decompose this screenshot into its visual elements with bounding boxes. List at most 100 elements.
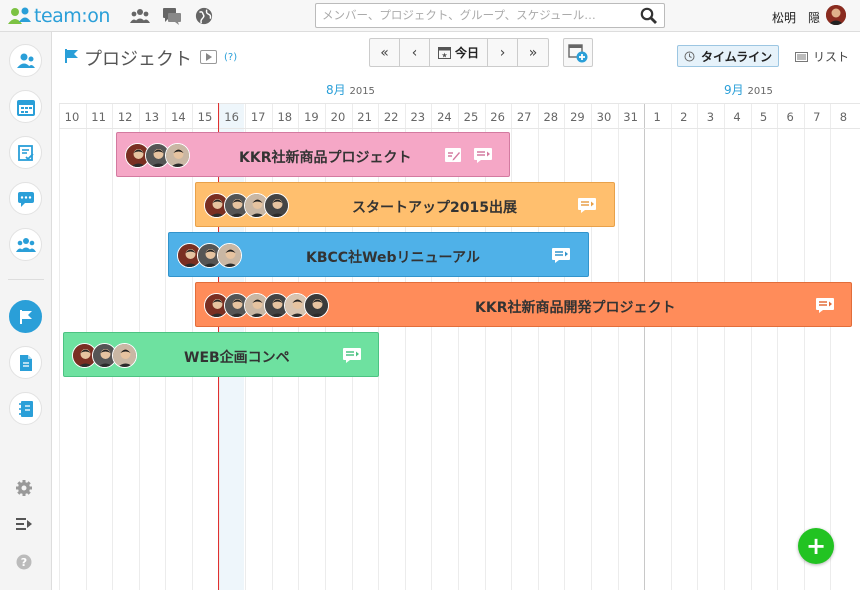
grid-line bbox=[431, 103, 432, 590]
member-avatars bbox=[204, 293, 329, 318]
comment-icon[interactable] bbox=[577, 195, 597, 215]
nav-next-button[interactable]: › bbox=[488, 39, 518, 66]
add-button[interactable]: + bbox=[798, 528, 834, 564]
sidebar-item-groups[interactable] bbox=[9, 228, 42, 261]
member-avatar[interactable] bbox=[177, 243, 202, 268]
chevron-right-icon: › bbox=[499, 44, 506, 61]
member-avatar[interactable] bbox=[244, 293, 269, 318]
sidebar-item-projects[interactable] bbox=[9, 300, 42, 333]
logo-text: team:on bbox=[34, 5, 110, 27]
sidebar-item-messages[interactable] bbox=[9, 182, 42, 215]
globe-icon[interactable] bbox=[194, 7, 214, 25]
view-list-tab[interactable]: リスト bbox=[795, 48, 849, 65]
sidebar-item-documents[interactable] bbox=[9, 346, 42, 379]
member-avatar[interactable] bbox=[304, 293, 329, 318]
page-title: プロジェクト bbox=[84, 49, 192, 70]
edit-note-icon[interactable] bbox=[443, 145, 463, 165]
day-label: 23 bbox=[410, 110, 426, 124]
day-label: 6 bbox=[786, 110, 794, 124]
grid-line bbox=[405, 103, 406, 590]
member-avatar[interactable] bbox=[244, 193, 269, 218]
day-label: 21 bbox=[357, 110, 372, 124]
chat-icon[interactable] bbox=[162, 7, 182, 25]
day-label: 11 bbox=[91, 110, 106, 124]
grid-line bbox=[751, 103, 752, 590]
nav-prev-button[interactable]: ‹ bbox=[400, 39, 430, 66]
day-label: 12 bbox=[117, 110, 133, 124]
project-bar[interactable]: KKR社新商品開発プロジェクト bbox=[195, 282, 852, 327]
help-button[interactable]: ? bbox=[14, 552, 34, 572]
member-avatar[interactable] bbox=[92, 343, 117, 368]
day-label: 17 bbox=[250, 110, 266, 124]
clock-icon bbox=[684, 51, 695, 61]
today-button[interactable]: ★ 今日 bbox=[430, 39, 488, 66]
collapse-sidebar-button[interactable] bbox=[14, 514, 34, 534]
project-bar[interactable]: KBCC社Webリニューアル bbox=[168, 232, 589, 277]
sidebar-item-tasks[interactable] bbox=[9, 136, 42, 169]
settings-button[interactable] bbox=[14, 478, 34, 498]
add-project-button[interactable] bbox=[563, 38, 593, 67]
user-name[interactable]: 松明 隠 bbox=[772, 11, 821, 25]
month-label: 9月 2015 bbox=[724, 81, 773, 98]
day-label: 30 bbox=[596, 110, 612, 124]
user-avatar[interactable] bbox=[826, 5, 846, 25]
month-year: 2015 bbox=[747, 86, 773, 97]
day-label: 24 bbox=[437, 110, 452, 124]
day-label: 27 bbox=[516, 110, 532, 124]
chevron-left-icon: ‹ bbox=[411, 44, 418, 61]
document-icon bbox=[19, 354, 32, 371]
member-avatar[interactable] bbox=[224, 193, 249, 218]
view-timeline-label: タイムライン bbox=[701, 49, 773, 64]
day-label: 10 bbox=[64, 110, 80, 124]
svg-text:?: ? bbox=[21, 556, 27, 569]
day-label: 18 bbox=[277, 110, 293, 124]
tutorial-video-button[interactable] bbox=[200, 50, 217, 64]
member-avatar[interactable] bbox=[264, 193, 289, 218]
member-avatar[interactable] bbox=[112, 343, 137, 368]
project-bar[interactable]: KKR社新商品プロジェクト bbox=[116, 132, 510, 177]
grid-line bbox=[671, 103, 672, 590]
project-bar[interactable]: WEB企画コンペ bbox=[63, 332, 379, 377]
notebook-icon bbox=[18, 400, 33, 417]
comment-icon[interactable] bbox=[551, 245, 571, 265]
month-name: 8月 bbox=[326, 83, 346, 97]
message-icon bbox=[17, 191, 34, 207]
sidebar-item-contacts[interactable] bbox=[9, 44, 42, 77]
project-bar[interactable]: スタートアップ2015出展 bbox=[195, 182, 615, 227]
grid-line bbox=[511, 103, 512, 590]
calendar-add-icon bbox=[568, 43, 588, 62]
view-timeline-tab[interactable]: タイムライン bbox=[677, 45, 779, 67]
day-label: 20 bbox=[330, 110, 346, 124]
comment-icon[interactable] bbox=[815, 295, 835, 315]
double-right-icon: » bbox=[528, 44, 538, 61]
member-avatar[interactable] bbox=[165, 143, 190, 168]
day-label: 28 bbox=[543, 110, 559, 124]
day-label: 14 bbox=[171, 110, 186, 124]
help-icon: ? bbox=[16, 554, 32, 570]
member-avatar[interactable] bbox=[217, 243, 242, 268]
app-logo[interactable]: team:on bbox=[8, 5, 110, 27]
calendar-star-icon: ★ bbox=[437, 47, 451, 59]
groups-icon[interactable] bbox=[130, 7, 150, 25]
search-input[interactable] bbox=[316, 4, 626, 26]
month-label: 8月 2015 bbox=[326, 81, 375, 98]
member-avatar[interactable] bbox=[204, 293, 229, 318]
comment-icon[interactable] bbox=[473, 145, 493, 165]
nav-first-button[interactable]: « bbox=[370, 39, 400, 66]
sidebar-item-calendar[interactable] bbox=[9, 90, 42, 123]
search-box bbox=[315, 3, 665, 28]
member-avatar[interactable] bbox=[204, 193, 229, 218]
member-avatar[interactable] bbox=[145, 143, 170, 168]
team-logo-icon bbox=[8, 7, 31, 24]
sidebar-item-notes[interactable] bbox=[9, 392, 42, 425]
search-icon[interactable] bbox=[640, 7, 658, 25]
top-bar: team:on 松明 隠 bbox=[0, 0, 860, 32]
task-list-icon bbox=[17, 144, 34, 161]
double-left-icon: « bbox=[380, 44, 389, 61]
grid-line bbox=[830, 103, 831, 590]
grid-line bbox=[591, 103, 592, 590]
help-link[interactable]: (?) bbox=[224, 52, 238, 63]
comment-icon[interactable] bbox=[342, 345, 362, 365]
member-avatars bbox=[177, 243, 242, 268]
nav-last-button[interactable]: » bbox=[518, 39, 548, 66]
